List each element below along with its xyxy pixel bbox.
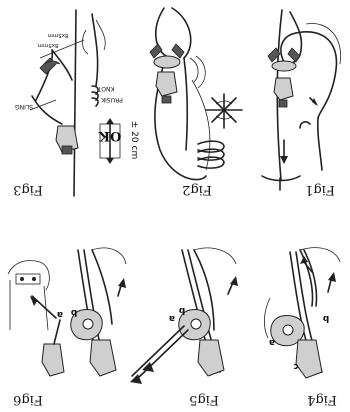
fig4-letter-c: c <box>293 361 298 371</box>
fig3-sling-label: SLING <box>15 103 33 110</box>
fig3-length-label: 8x5mm <box>38 42 59 48</box>
fig5-letter-b: b <box>178 305 185 315</box>
fig3-ok-label: OK <box>98 128 121 143</box>
fig3-sling-length-label: 8x5mm <box>48 32 69 38</box>
fig3-distance-label: ± 20 cm <box>129 121 139 159</box>
fig6-illustration <box>8 248 126 376</box>
fig3-caption: Fig3 <box>13 182 43 197</box>
fig2-caption: Fig2 <box>182 182 212 197</box>
fig2-illustration <box>150 8 242 180</box>
fig5-caption: Fig5 <box>189 392 219 407</box>
fig1-caption: Fig1 <box>305 182 335 197</box>
fig4-letter-b: b <box>322 313 329 323</box>
fig4-letter-a: a <box>269 337 275 347</box>
fig6-caption: Fig6 <box>13 392 43 407</box>
fig4-caption: Fig4 <box>307 392 337 407</box>
fig3-knot-label: KNOT <box>97 85 114 92</box>
fig4-illustration <box>264 248 340 378</box>
fig3-prusik-label: PRUSIK <box>100 96 123 103</box>
fig6-letter-b: b <box>70 307 77 317</box>
fig6-letter-a: a <box>57 309 63 319</box>
fig5-letter-a: a <box>169 313 175 323</box>
fig1-illustration <box>262 10 341 190</box>
